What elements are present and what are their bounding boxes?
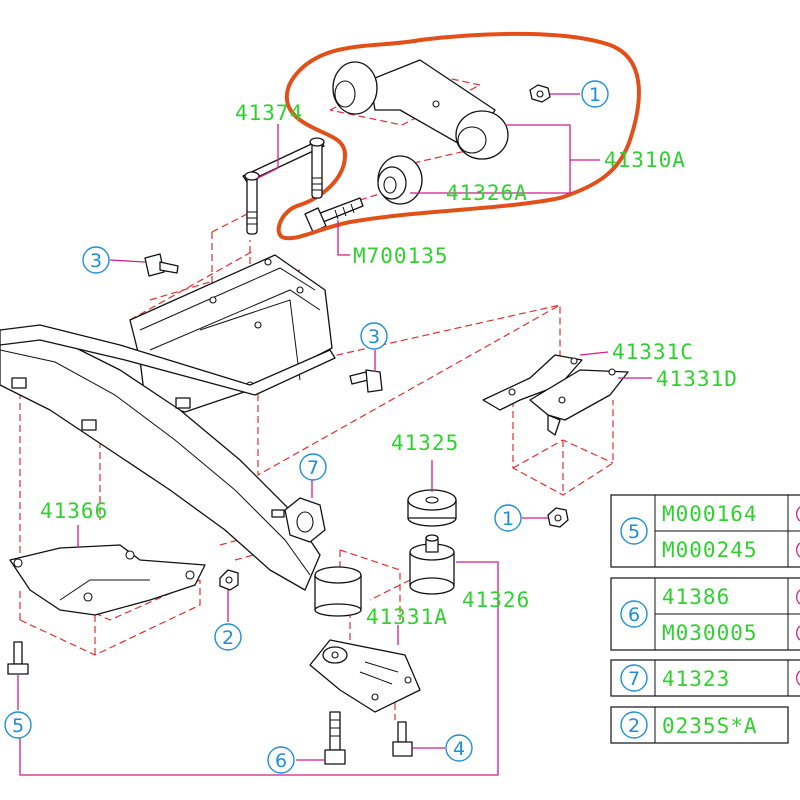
- bolt-m700135: [304, 197, 364, 233]
- table-ref-2: 2: [628, 715, 640, 737]
- ref-circle-6: 6: [267, 746, 295, 774]
- leader-lines: [17, 93, 652, 776]
- label-41331c: 41331C: [612, 340, 694, 364]
- table-row-7: 7 41323: [610, 659, 800, 697]
- bracket-41331a: [309, 639, 421, 713]
- ref-1-top-text: 1: [589, 84, 601, 106]
- bushing-41326: [409, 534, 455, 595]
- ref-circle-2: 2: [214, 623, 242, 651]
- label-41326: 41326: [462, 588, 530, 612]
- frame-rail: [0, 324, 336, 591]
- label-41374: 41374: [235, 101, 303, 125]
- ref-3-left-text: 3: [90, 250, 102, 272]
- highlight-outline: [276, 31, 641, 241]
- label-41326a: 41326A: [446, 181, 528, 205]
- table-cell-m000164: M000164: [662, 502, 758, 526]
- ref-1-mid-text: 1: [502, 508, 514, 530]
- bolt-ref6: [324, 711, 346, 765]
- table-cell-m030005: M030005: [662, 621, 758, 645]
- ref-circle-4: 4: [445, 734, 473, 762]
- bracket-assembly-41310a: [304, 59, 551, 233]
- bracket-41331c-41331d: [482, 354, 629, 436]
- label-m700135: M700135: [353, 244, 449, 268]
- stud-bar-41374: [242, 137, 325, 235]
- ref-circle-3-left: 3: [82, 246, 110, 274]
- bushing-41326a: [377, 155, 423, 205]
- label-41310a: 41310A: [604, 148, 686, 172]
- table-cell-0235s-a: 0235S*A: [662, 714, 758, 738]
- round-mount: [314, 566, 362, 617]
- ref-3-mid-text: 3: [368, 326, 380, 348]
- ref-4-text: 4: [453, 738, 465, 760]
- ref-circle-1-mid: 1: [494, 504, 522, 532]
- bolt-ref4: [392, 721, 413, 757]
- label-41331d: 41331D: [656, 367, 738, 391]
- ref-circle-7: 7: [299, 453, 327, 481]
- ref-2-text: 2: [222, 627, 234, 649]
- label-41366: 41366: [40, 499, 108, 523]
- ref-6-text: 6: [275, 750, 287, 772]
- table-ref-6: 6: [628, 604, 640, 626]
- ref-circle-1-top: 1: [581, 80, 609, 108]
- table-cell-41386: 41386: [662, 585, 730, 609]
- ref-5-text: 5: [12, 715, 24, 737]
- table-ref-5: 5: [628, 521, 640, 543]
- ref-circle-5: 5: [4, 711, 32, 739]
- bushing-41325: [407, 489, 457, 527]
- nut-top: [529, 84, 551, 103]
- nut-ref1-mid: [547, 507, 569, 528]
- ref-7-text: 7: [307, 457, 319, 479]
- mount-ref7: [271, 497, 326, 543]
- bracket-41366: [9, 544, 206, 616]
- table-row-6: 6 41386 M030005: [610, 577, 800, 651]
- nut-ref2: [219, 569, 239, 591]
- table-cell-m000245: M000245: [662, 538, 758, 562]
- label-41325: 41325: [391, 431, 459, 455]
- table-row-5: 5 M000164 M000245: [610, 494, 800, 568]
- bolt-ref5: [7, 641, 29, 675]
- bolt-ref3-left: [144, 253, 179, 277]
- parts-table: 5 M000164 M000245 6 41386 M030005 7 4: [610, 494, 800, 744]
- label-41331a: 41331A: [366, 605, 448, 629]
- bolt-ref3-mid: [349, 369, 383, 393]
- table-row-2: 2 0235S*A: [610, 706, 789, 744]
- ref-circle-3-mid: 3: [360, 322, 388, 350]
- table-cell-41323: 41323: [662, 667, 730, 691]
- table-ref-7: 7: [628, 668, 640, 690]
